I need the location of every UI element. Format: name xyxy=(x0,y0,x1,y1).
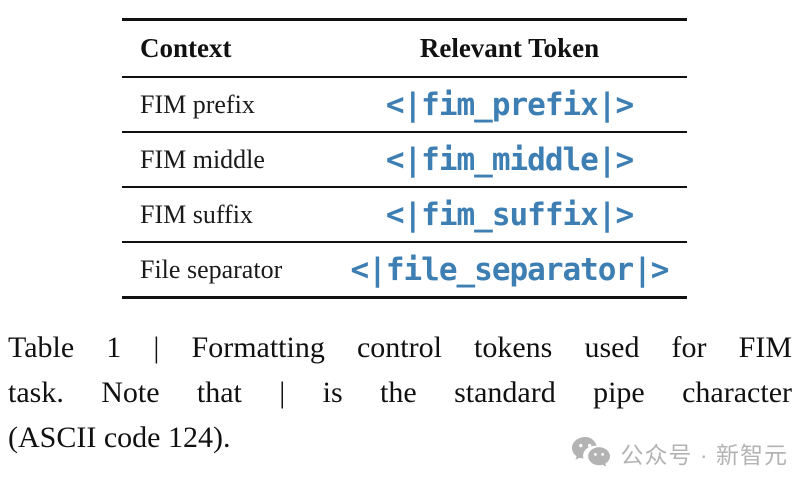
token-fim-prefix: <|fim_prefix|> xyxy=(385,86,634,123)
watermark-text: 公众号 · 新智元 xyxy=(620,442,788,468)
table-row: FIM suffix <|fim_suffix|> xyxy=(122,188,687,241)
context-cell: File separator xyxy=(140,254,283,284)
row-separator-rule xyxy=(122,131,687,133)
column-header-relevant-token: Relevant Token xyxy=(419,33,600,63)
row-separator-rule xyxy=(122,241,687,243)
caption-line: (ASCII code 124). xyxy=(8,421,231,454)
column-header-context: Context xyxy=(140,33,232,63)
table-header-rule xyxy=(122,76,687,78)
token-file-separator: <|file_separator|> xyxy=(350,251,670,288)
table-caption: Table 1 | Formatting control tokens used… xyxy=(8,325,792,460)
table-row: FIM middle <|fim_middle|> xyxy=(122,133,687,186)
watermark: 公众号 · 新智元 xyxy=(571,432,788,474)
wechat-icon xyxy=(571,437,610,467)
fim-token-table: Context Relevant Token FIM prefix <|fim_… xyxy=(122,18,687,299)
table-header-row: Context Relevant Token xyxy=(122,21,687,76)
context-cell: FIM suffix xyxy=(140,199,253,229)
context-cell: FIM middle xyxy=(140,144,265,174)
caption-line: Table 1 | Formatting control tokens used… xyxy=(8,331,792,364)
row-separator-rule xyxy=(122,186,687,188)
table-row: File separator <|file_separator|> xyxy=(122,243,687,296)
table-top-rule xyxy=(122,18,687,21)
table-bottom-rule xyxy=(122,296,687,299)
token-fim-middle: <|fim_middle|> xyxy=(385,141,634,178)
token-fim-suffix: <|fim_suffix|> xyxy=(385,196,634,233)
caption-line: task. Note that | is the standard pipe c… xyxy=(8,376,792,409)
context-cell: FIM prefix xyxy=(140,89,255,119)
table-row: FIM prefix <|fim_prefix|> xyxy=(122,78,687,131)
